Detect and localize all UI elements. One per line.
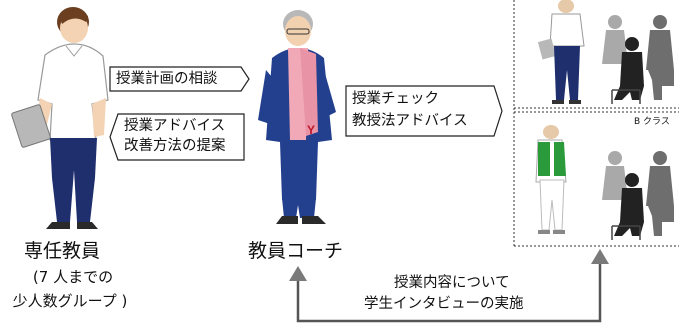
teacher-subtitle-2: 少人数グループ ) [12,292,128,310]
teacher-title: 専任教員 [24,240,101,262]
advice-text-1: 授業アドバイス [124,118,226,134]
check-text-2: 教授法アドバイス [352,113,468,129]
advice-text-2: 改善方法の提案 [124,138,226,154]
check-arrow [345,85,503,137]
check-text-1: 授業チェック [352,91,439,107]
svg-text:Y: Y [307,123,315,137]
interview-text-1: 授業内容について [394,275,510,291]
teacher-subtitle-1: (7 人までの [32,268,114,286]
advice-arrow [109,113,245,161]
interview-loop-arrow [296,262,602,323]
coach-title: 教員コーチ [248,240,344,262]
class-b-label: B クラス [634,117,670,127]
interview-text-2: 学生インタビューの実施 [364,296,524,312]
consult-text: 授業計画の相談 [116,71,218,87]
consult-arrow [109,66,250,92]
